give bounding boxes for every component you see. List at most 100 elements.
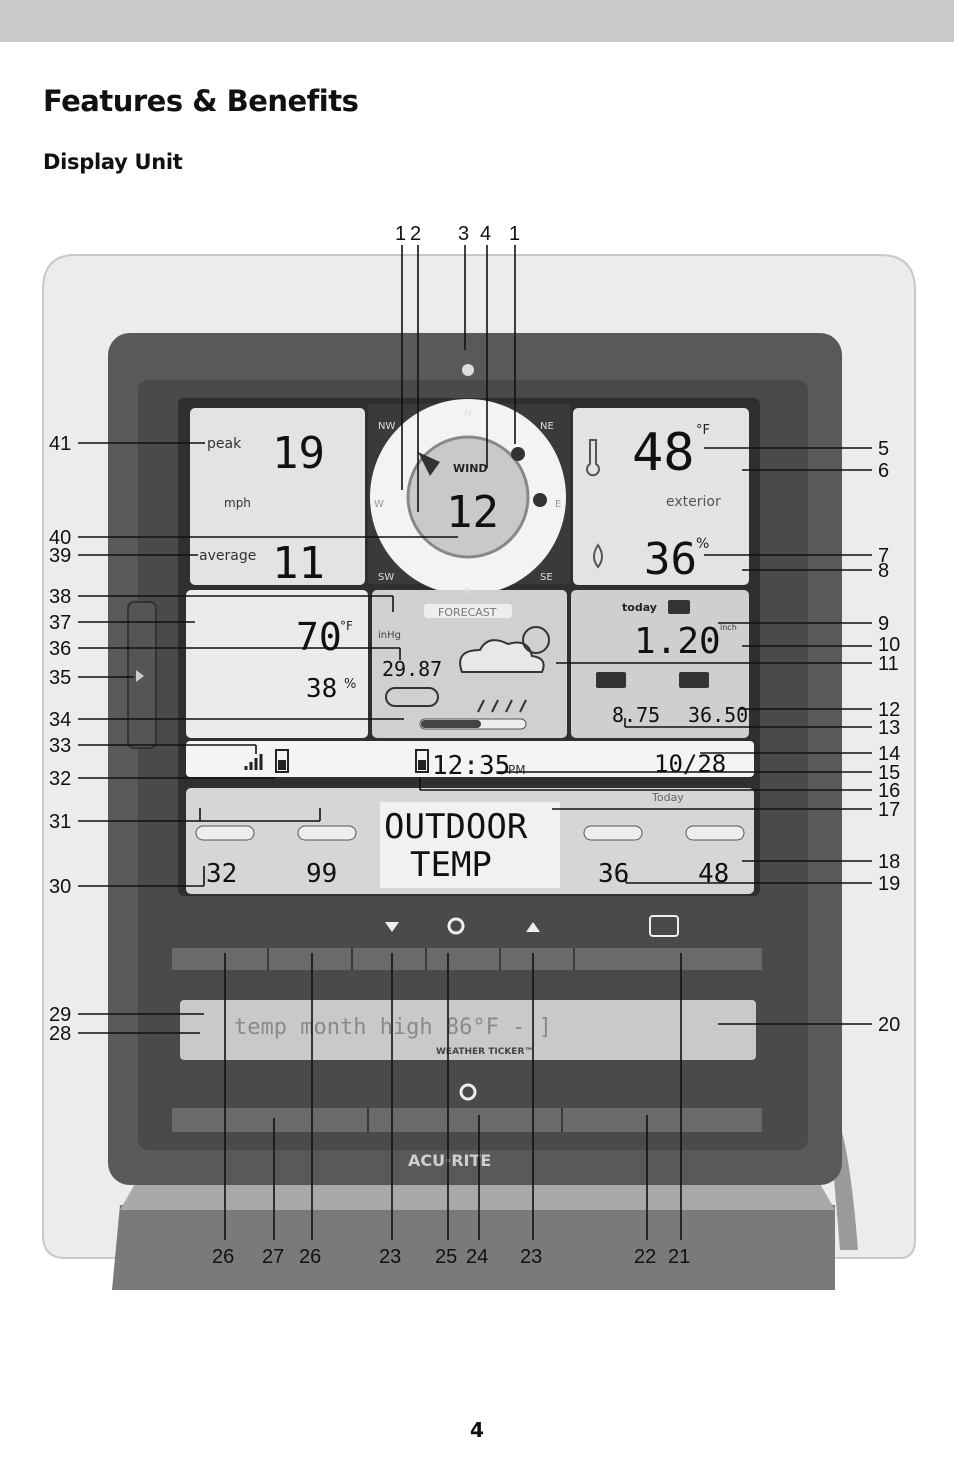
date: 10/28 [654,750,726,778]
page-title: Features & Benefits [43,84,359,118]
cloud-icon [459,639,545,673]
indoor-panel [186,590,368,738]
callout-16: 16 [878,780,900,802]
rain-today-label: today [622,601,657,614]
callout-41: 41 [49,433,71,455]
callout-12: 12 [878,699,900,721]
indoor-temp: 70 [296,615,342,659]
callout-7: 7 [878,545,889,567]
pressure-value: 29.87 [382,657,442,681]
side-arrow-icon [136,670,144,682]
wind-unit: mph [224,496,251,510]
dir-se: SE [540,572,553,583]
callout-39: 39 [49,545,71,567]
callout-36: 36 [49,638,71,660]
low-alarm-btn-icon [195,825,255,841]
indoor-humidity-unit: % [344,677,356,692]
callout-13: 13 [878,717,900,739]
settings-gear-icon [447,917,465,935]
callout-5: 5 [878,438,889,460]
callout-40: 40 [49,527,71,549]
callout-35: 35 [49,667,71,689]
outdoor-temp: 48 [632,423,695,483]
high-alarm-btn-icon [297,825,357,841]
indoor-temp-unit: °F [340,619,353,633]
peak-value: 19 [272,428,325,479]
rewind-icon [596,672,626,688]
callout-34: 34 [49,709,71,731]
center-line-2: TEMP [410,845,492,885]
weather-ticker-bg [180,1000,756,1060]
ticker-text: temp month high 86°F - ] [234,1015,552,1040]
up-arrow-icon [526,922,540,932]
callout-24: 24 [466,1246,488,1268]
callout-31: 31 [49,811,71,833]
callout-lines [78,245,872,1240]
callout-top-1: 1 [395,223,406,245]
stand-base [112,1205,835,1290]
button-row-1 [172,948,762,970]
outdoor-panel [573,408,749,585]
callout-15: 15 [878,762,900,784]
indoor-battery-icon [415,749,429,773]
fast-rewind-icon [679,672,709,688]
callout-top-1b: 1 [509,223,520,245]
callout-top-4: 4 [480,223,491,245]
callout-8: 8 [878,560,889,582]
learning-bar-fill [421,720,481,728]
callout-37: 37 [49,612,71,634]
rain-amount: 1.20 [634,621,721,662]
callout-20: 20 [878,1014,900,1036]
button-row-2 [172,1108,762,1132]
wind-label: WIND [453,462,488,475]
center-line-1: OUTDOOR [384,807,528,847]
today-high-btn-icon [685,825,745,841]
callout-22: 22 [634,1246,656,1268]
signal-icon [244,754,263,770]
sun-icon [522,626,550,654]
today-label: Today [651,791,684,804]
dir-s: S [464,587,470,598]
callout-30: 30 [49,876,71,898]
callout-top-2: 2 [410,223,421,245]
indoor-humidity: 38 [306,674,337,704]
humidity-drop-icon [593,543,603,569]
clock-time: 12:35 [432,751,510,781]
callout-33: 33 [49,735,71,757]
page-number: 4 [470,1418,484,1442]
callout-17: 17 [878,799,900,821]
rain-unit: inch [720,623,737,632]
callout-38: 38 [49,586,71,608]
callout-29: 29 [49,1004,71,1026]
rain-history-2: 36.50 [688,703,748,727]
callout-14: 14 [878,743,900,765]
rain-panel [571,590,749,738]
exterior-label: exterior [666,494,721,510]
callout-23a: 23 [379,1246,401,1268]
outdoor-battery-icon [275,749,289,773]
light-bulb-icon [462,364,474,376]
down-arrow-icon [385,922,399,932]
history-icon [649,915,679,937]
callout-top-3: 3 [458,223,469,245]
average-value: 11 [272,538,325,589]
callout-23b: 23 [520,1246,542,1268]
trend-arrow-box [385,687,439,707]
callout-26b: 26 [299,1246,321,1268]
callout-numbers: 41 40 39 38 37 36 35 34 33 32 31 30 29 2… [49,223,900,1268]
callout-19: 19 [878,873,900,895]
today-low-value: 36 [598,859,629,889]
refresh-icon [459,1083,477,1101]
compass-center [406,435,530,559]
header-bar [0,0,954,42]
brand-logo: ACU·RITE [408,1151,491,1170]
today-arrow-icon [668,600,690,614]
outdoor-humidity: 36 [644,534,697,585]
compass-dot-ne [511,447,525,461]
forecast-label-bg [424,604,512,618]
callout-9: 9 [878,613,889,635]
callout-25: 25 [435,1246,457,1268]
ticker-label: WEATHER TICKER™ [436,1047,533,1057]
low-alarm-value: 32 [206,859,237,889]
ticker-display-bg [380,802,560,888]
